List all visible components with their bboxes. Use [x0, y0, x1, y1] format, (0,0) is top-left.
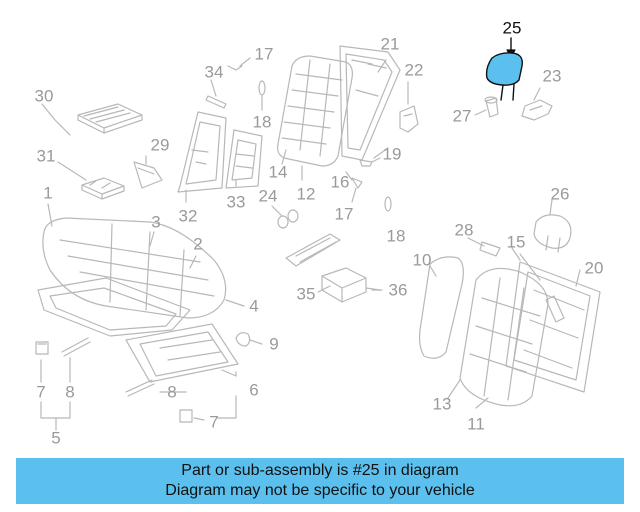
part-18-ring-a [258, 80, 266, 96]
callout-8-left: 8 [65, 382, 75, 402]
callout-21: 21 [380, 34, 400, 54]
callout-7-left: 7 [36, 382, 46, 402]
callout-15: 15 [506, 232, 526, 252]
part-9-grommet [235, 332, 251, 347]
part-34-clip [205, 65, 243, 109]
part-18-ring-b [384, 196, 392, 212]
part-20-frame [505, 261, 601, 393]
callout-24: 24 [258, 186, 278, 206]
part-26-headrest [533, 214, 572, 253]
leader-lines [40, 57, 581, 431]
callout-17-mid: 17 [334, 204, 354, 224]
callout-20: 20 [584, 258, 604, 278]
callout-23: 23 [542, 66, 562, 86]
callout-4: 4 [249, 296, 259, 316]
part-36-module [321, 267, 381, 303]
callout-8-mid: 8 [167, 382, 177, 402]
callout-30: 30 [34, 86, 54, 106]
banner-line-2: Diagram may not be specific to your vehi… [165, 482, 475, 499]
callout-17-top: 17 [254, 44, 274, 64]
part-35-rail [285, 233, 341, 267]
callout-11: 11 [467, 414, 485, 434]
callout-2: 2 [193, 234, 203, 254]
callout-3: 3 [151, 212, 161, 232]
callout-13: 13 [432, 394, 452, 414]
part-28-sleeve [479, 241, 501, 257]
parts-diagram: 25 23 27 30 31 29 17 34 18 21 22 19 14 1… [34, 18, 604, 448]
leader-30 [41, 103, 71, 136]
callout-6: 6 [249, 380, 259, 400]
callout-16: 16 [330, 172, 350, 192]
part-22-bracket [399, 105, 419, 133]
info-banner: Part or sub-assembly is #25 in diagram D… [16, 458, 624, 504]
callout-12: 12 [296, 184, 316, 204]
part-30-pad [77, 103, 143, 134]
part-6-pan [125, 323, 239, 383]
part-33-panel [225, 129, 263, 189]
callout-14: 14 [268, 162, 288, 182]
part-15-bracket [519, 253, 565, 323]
callout-31: 31 [36, 146, 56, 166]
part-31-clip [81, 177, 125, 200]
part-8-rod-a [61, 337, 91, 357]
callout-18-top: 18 [252, 112, 272, 132]
callout-27: 27 [452, 106, 472, 126]
callout-7-mid: 7 [209, 412, 219, 432]
part-23-guide [521, 87, 553, 121]
callout-1: 1 [43, 183, 53, 203]
headrest-part-25[interactable] [485, 37, 523, 101]
part-10-trim [418, 256, 464, 359]
callout-9: 9 [269, 334, 279, 354]
part-12-backrest [277, 55, 353, 167]
banner-line-1: Part or sub-assembly is #25 in diagram [181, 462, 459, 479]
callout-35: 35 [296, 284, 316, 304]
callout-25[interactable]: 25 [502, 18, 522, 38]
callout-26: 26 [550, 184, 570, 204]
callout-33: 33 [226, 192, 246, 212]
part-8-rod-b [125, 379, 155, 397]
callout-19: 19 [382, 144, 402, 164]
callout-22: 22 [404, 60, 424, 80]
part-27-sleeve [474, 96, 499, 118]
part-16-clip [351, 177, 363, 189]
part-7-clip-b [179, 409, 193, 423]
part-7-clip-a [35, 341, 49, 355]
part-24-washers [277, 209, 299, 229]
callout-5: 5 [51, 428, 61, 448]
callout-18-right: 18 [386, 226, 406, 246]
part-21-frame [339, 45, 401, 161]
callout-29: 29 [150, 135, 170, 155]
part-19-clip [359, 157, 381, 167]
part-4-base [37, 277, 191, 337]
callout-34: 34 [204, 62, 224, 82]
part-32-panel [177, 111, 227, 193]
part-11-backrest [459, 267, 549, 407]
callout-10: 10 [412, 250, 432, 270]
callout-28: 28 [454, 220, 474, 240]
callout-36: 36 [388, 280, 408, 300]
part-1-cushion [42, 217, 227, 319]
part-29-trim [133, 161, 163, 189]
callout-32: 32 [178, 206, 198, 226]
parts-diagram-drawing [35, 37, 601, 431]
